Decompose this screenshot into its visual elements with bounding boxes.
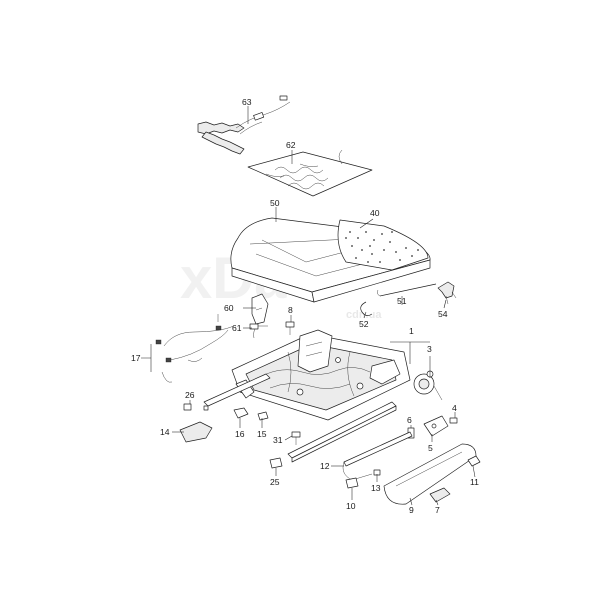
part-51-wire-rod [377, 283, 437, 297]
callout-14: 14 [160, 427, 170, 437]
part-26-clip [183, 403, 192, 411]
seat-frame-assembly [231, 329, 411, 421]
part-16-bracket [233, 407, 249, 419]
part-7-knob [429, 487, 451, 503]
leader-lines [141, 106, 476, 506]
callout-11: 11 [470, 477, 479, 487]
callout-labels: 63 62 50 40 60 8 61 51 52 54 1 3 17 26 1… [131, 97, 479, 515]
callout-63: 63 [242, 97, 252, 107]
part-8-screw [285, 321, 295, 335]
watermark-url: cdn.ua [346, 309, 382, 321]
part-52-clip [360, 301, 373, 316]
seat-rail-left [203, 373, 271, 411]
callout-4: 4 [452, 403, 457, 413]
callout-7: 7 [435, 505, 440, 515]
part-3-adjust-motor [413, 370, 443, 401]
seat-rail-right [287, 401, 397, 463]
callout-8: 8 [288, 305, 293, 315]
part-10-clip [345, 477, 359, 489]
part-63-wiring-loom [197, 95, 291, 155]
callout-31: 31 [273, 435, 283, 445]
callout-52: 52 [359, 319, 369, 329]
callout-54: 54 [438, 309, 448, 319]
part-4-screw [449, 417, 458, 424]
part-61-bolt [249, 323, 268, 330]
callout-62: 62 [286, 140, 296, 150]
part-62-heating-mat [247, 149, 373, 197]
part-9-side-trim [383, 443, 477, 505]
callout-60: 60 [224, 303, 234, 313]
callout-26: 26 [185, 390, 195, 400]
part-60-belt-buckle [251, 293, 269, 339]
part-17-cable-set [155, 314, 235, 383]
part-15-clip [257, 411, 269, 421]
callout-5: 5 [428, 443, 433, 453]
part-54-bracket [437, 281, 457, 305]
callout-13: 13 [371, 483, 381, 493]
callout-17: 17 [131, 353, 141, 363]
callout-61: 61 [232, 323, 242, 333]
callout-9: 9 [409, 505, 414, 515]
callout-50: 50 [270, 198, 280, 208]
callout-10: 10 [346, 501, 356, 511]
part-40-seat-cover [337, 219, 429, 271]
callout-16: 16 [235, 429, 245, 439]
callout-6: 6 [407, 415, 412, 425]
part-5-gearbox [423, 415, 449, 437]
part-25-clip [269, 457, 283, 469]
callout-25: 25 [270, 477, 280, 487]
callout-51: 51 [397, 296, 407, 306]
callout-15: 15 [257, 429, 267, 439]
part-31-bolt [291, 431, 301, 445]
callout-3: 3 [427, 344, 432, 354]
part-14-handle [179, 421, 213, 443]
callout-40: 40 [370, 208, 380, 218]
part-11-clip [467, 455, 481, 467]
callout-12: 12 [320, 461, 330, 471]
callout-1: 1 [409, 326, 414, 336]
